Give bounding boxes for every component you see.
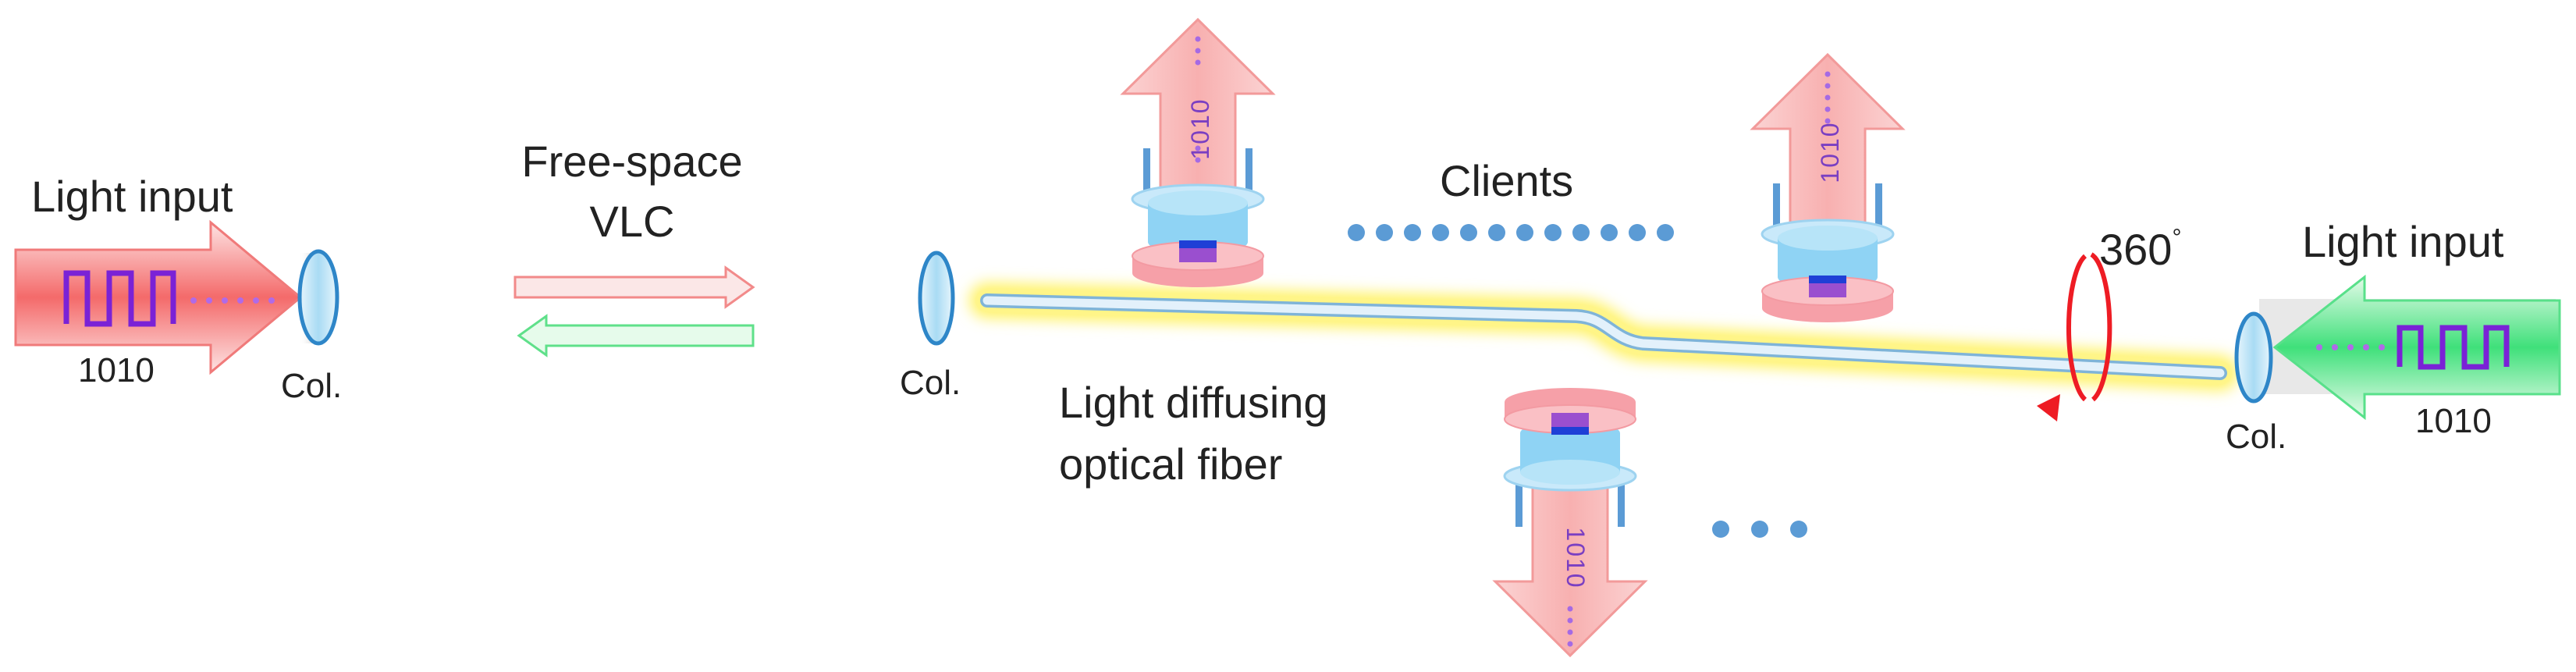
collimator-lens-icon bbox=[918, 251, 955, 346]
clients-label: Clients bbox=[1440, 156, 1574, 205]
rotation-label: 360° bbox=[2099, 225, 2181, 275]
right-green-arrow bbox=[2272, 274, 2561, 421]
rotation-arrow-icon bbox=[2037, 252, 2112, 421]
fiber-core bbox=[982, 296, 2225, 378]
free-space-arrows bbox=[513, 265, 755, 357]
dotted-signal bbox=[2316, 344, 2385, 350]
client-2-bits: 1010 bbox=[1816, 121, 1844, 183]
more-clients-dots bbox=[1348, 224, 1674, 241]
free-space-label-line2: VLC bbox=[589, 197, 675, 246]
bits-right-label: 1010 bbox=[2415, 402, 2492, 440]
square-wave-icon bbox=[63, 270, 176, 327]
free-space-green-arrow bbox=[517, 314, 755, 357]
more-clients-dots-lower bbox=[1712, 521, 1807, 538]
client-1-bits: 1010 bbox=[1186, 98, 1214, 159]
rotation-value: 360 bbox=[2099, 225, 2173, 274]
light-input-left-label: Light input bbox=[31, 172, 233, 221]
collimator-fiber-left-label: Col. bbox=[900, 364, 961, 402]
square-wave-icon bbox=[2397, 325, 2510, 370]
fiber-label-line2: optical fiber bbox=[1059, 439, 1283, 489]
left-red-arrow bbox=[14, 219, 303, 375]
light-diffusing-fiber bbox=[969, 283, 2238, 391]
fiber-label-line1: Light diffusing bbox=[1059, 378, 1328, 427]
light-input-right-label: Light input bbox=[2302, 217, 2504, 266]
rotation-unit: ° bbox=[2172, 225, 2182, 251]
client-3-bits: 1010 bbox=[1562, 527, 1590, 588]
free-space-red-arrow bbox=[513, 265, 755, 309]
collimator-lens-icon bbox=[2234, 311, 2273, 404]
bits-left-label: 1010 bbox=[78, 351, 155, 389]
collimator-right-label: Col. bbox=[2226, 418, 2287, 456]
right-light-input bbox=[2234, 274, 2561, 421]
collimator-left-label: Col. bbox=[281, 367, 343, 405]
dotted-signal bbox=[190, 297, 275, 304]
photodetector-client-icon bbox=[1494, 386, 1647, 657]
left-light-input bbox=[14, 219, 339, 375]
photodetector-client-icon: 1010 bbox=[1121, 18, 1274, 289]
free-space-label-line1: Free-space bbox=[521, 137, 743, 186]
photodetector-client-icon: 1010 bbox=[1751, 53, 1904, 324]
collimator-lens-icon bbox=[297, 249, 339, 346]
